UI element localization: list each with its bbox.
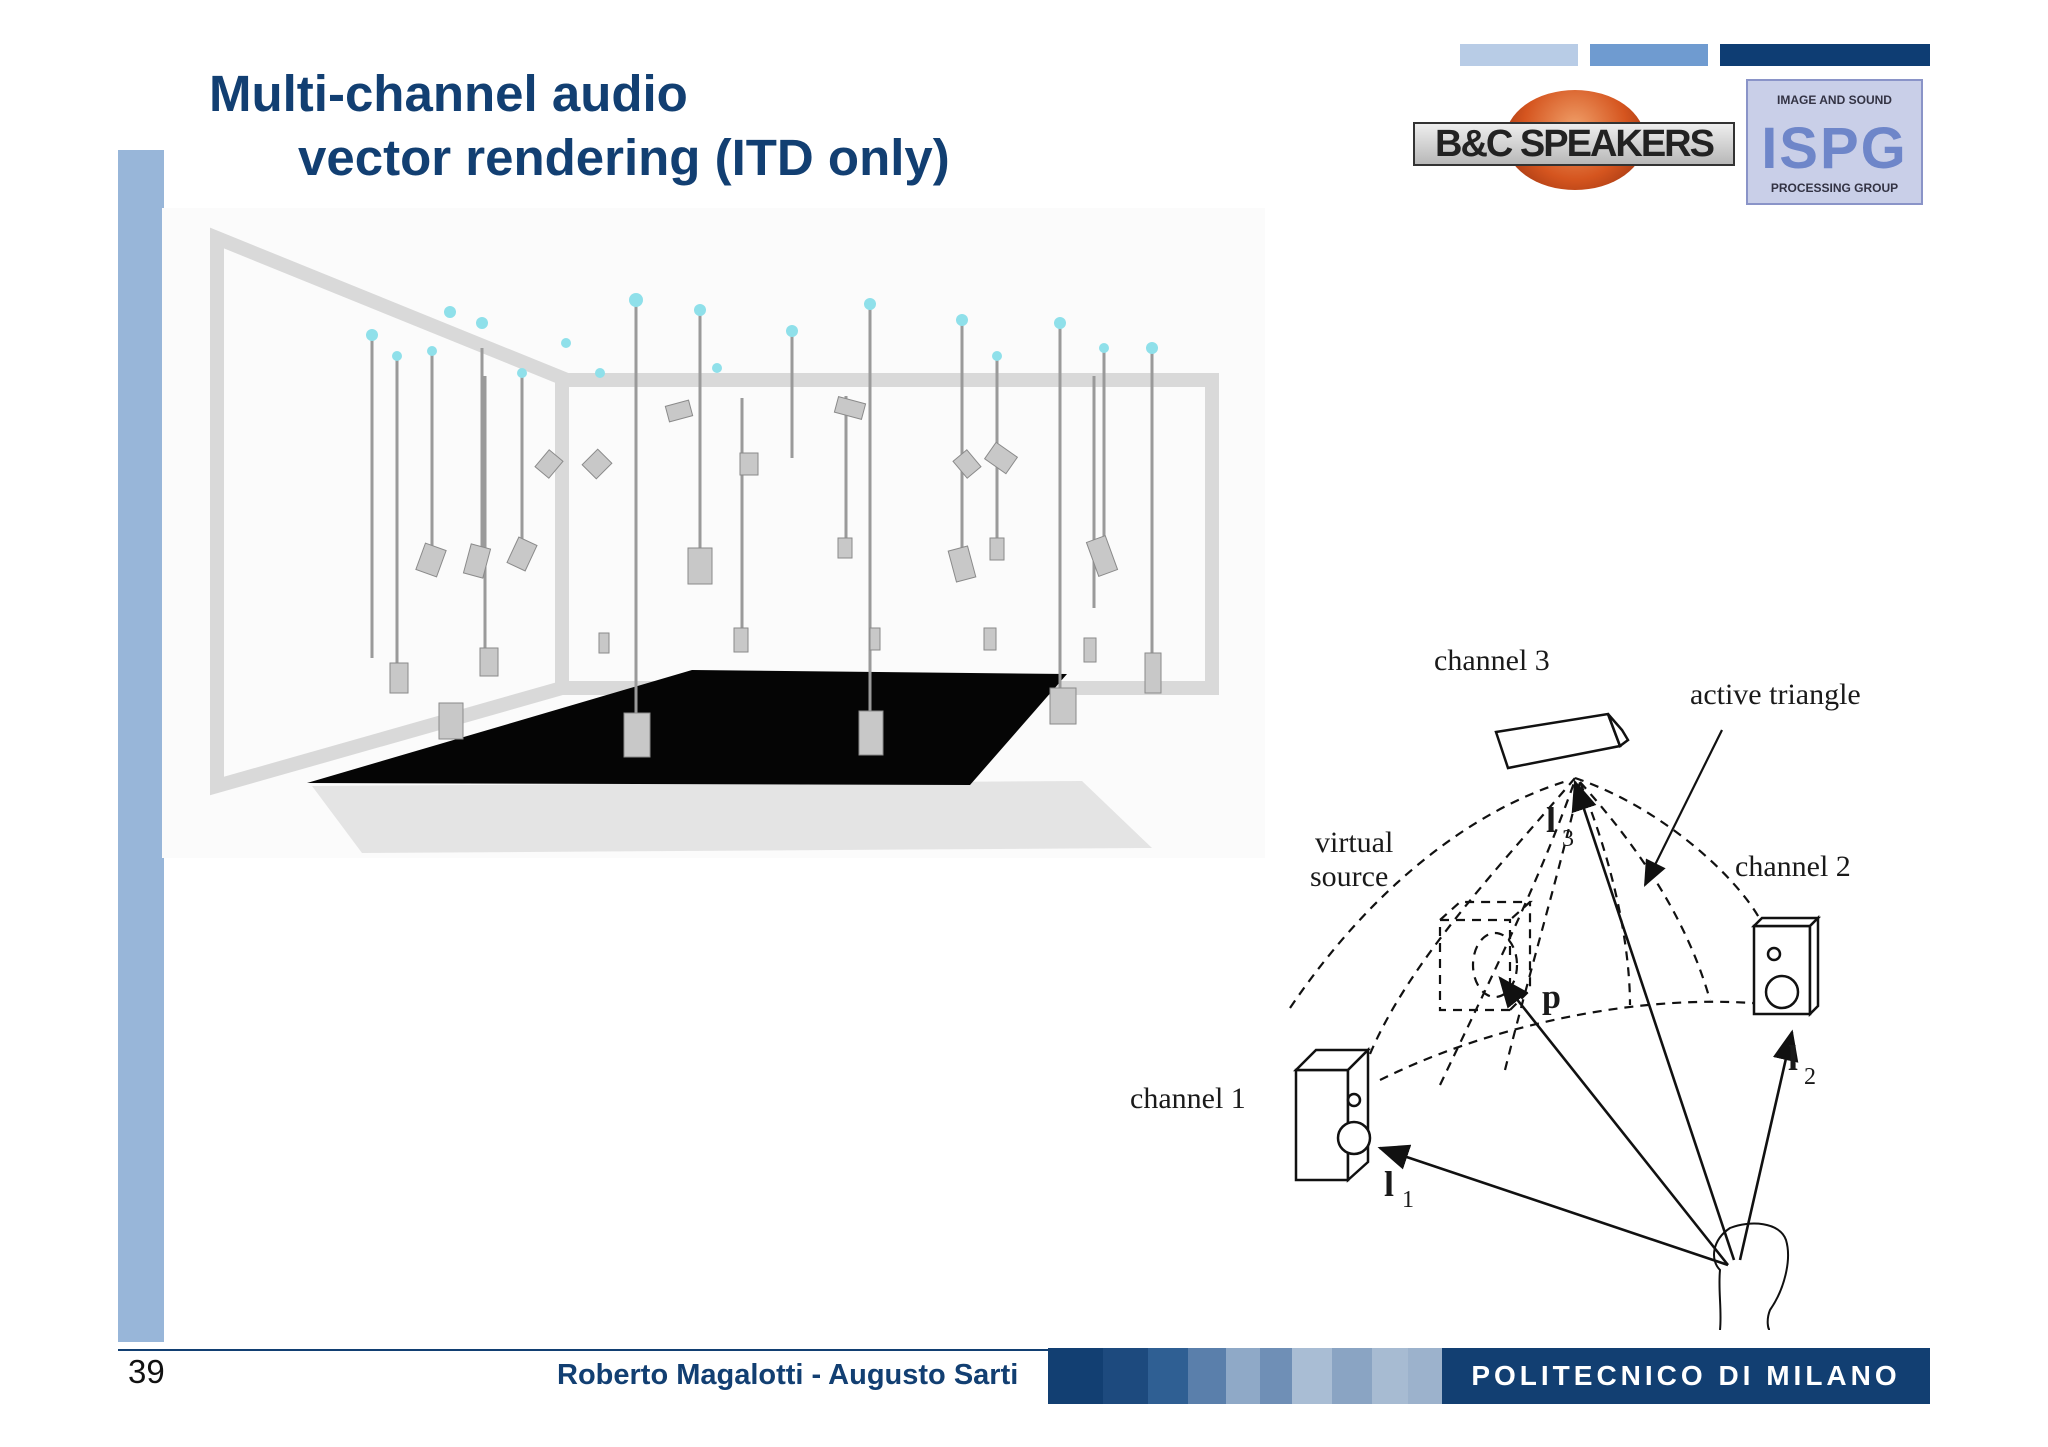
listener-head (1713, 1222, 1790, 1330)
label-l2-sub: 2 (1804, 1064, 1816, 1090)
speaker-room-illustration (162, 208, 1265, 858)
label-l3: l (1546, 800, 1556, 840)
label-l1: l (1384, 1164, 1394, 1204)
label-l1-sub: 1 (1402, 1187, 1414, 1213)
channel-2-speaker (1750, 914, 1822, 1018)
label-virtual: virtual (1315, 826, 1393, 859)
label-channel-3: channel 3 (1434, 644, 1550, 677)
top-bar-light (1460, 44, 1578, 66)
vbap-diagram: channel 3 active triangle channel 2 virt… (1130, 644, 1861, 1330)
channel-3-speaker (1494, 712, 1630, 770)
page-number: 39 (128, 1353, 165, 1390)
politecnico-di-milano-banner: POLITECNICO DI MILANO (1442, 1348, 1930, 1404)
channel-1-speaker (1292, 1046, 1372, 1183)
top-bar-dark (1720, 44, 1930, 66)
slide-title: Multi-channel audio vector rendering (IT… (209, 62, 950, 190)
footer-rule (118, 1349, 1048, 1351)
title-line-1: Multi-channel audio (209, 65, 688, 122)
ispg-logo: IMAGE AND SOUND ISPG PROCESSING GROUP (1746, 79, 1923, 205)
bc-speakers-logo: B&C SPEAKERS (1413, 86, 1735, 196)
top-bar-mid (1590, 44, 1708, 66)
side-accent-bar (118, 150, 164, 1342)
label-channel-1: channel 1 (1130, 1082, 1246, 1115)
label-active-triangle: active triangle (1690, 678, 1861, 711)
footer-authors: Roberto Magalotti - Augusto Sarti (557, 1359, 1019, 1391)
title-line-2: vector rendering (ITD only) (298, 129, 950, 186)
label-source: source (1310, 860, 1388, 893)
label-p: p (1542, 979, 1561, 1016)
label-l2: l (1788, 1038, 1798, 1078)
label-channel-2: channel 2 (1735, 850, 1851, 883)
label-l3-sub: 3 (1562, 826, 1574, 852)
